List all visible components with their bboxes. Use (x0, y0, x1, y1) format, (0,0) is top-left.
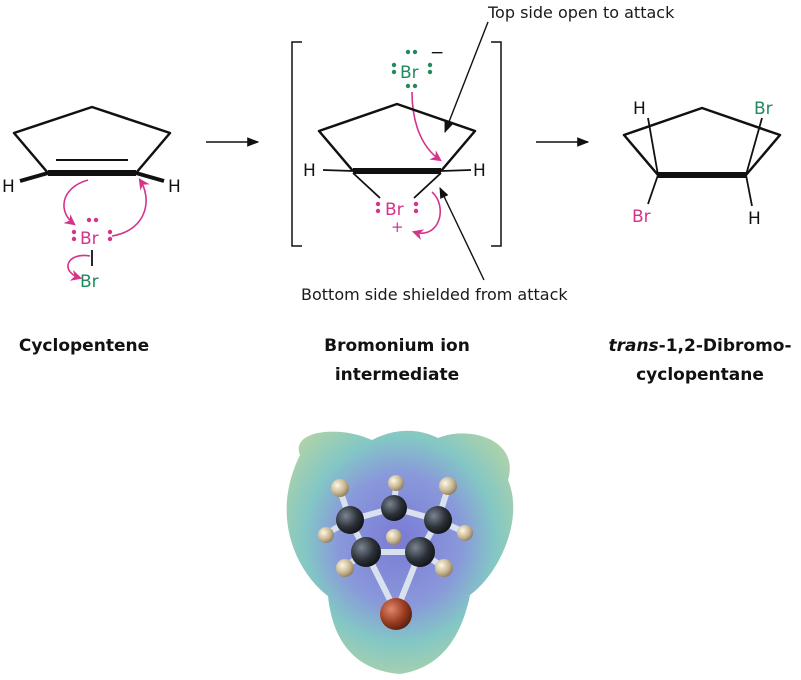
bracket-left (291, 41, 302, 247)
bromonium-ring (317, 102, 477, 172)
br-bridge-label: Br (385, 200, 404, 220)
h-bottom-right-label: H (748, 209, 761, 229)
bond-h-right (440, 169, 472, 172)
caption-cyclopentene: Cyclopentene (19, 336, 149, 356)
model-bromine-icon (380, 598, 412, 630)
br-top-label: Br (80, 229, 99, 249)
callout-top-pointer (444, 21, 489, 134)
bond-h-left (322, 169, 354, 172)
dibromocyclopentane-structure: H Br Br H (622, 99, 782, 229)
br-bottom-left-label: Br (632, 207, 651, 227)
bond-br-down-left (647, 174, 659, 205)
arrow-lonepair-to-carbon (111, 178, 150, 237)
model-carbons (336, 495, 452, 567)
bond-h-up-left (647, 117, 659, 176)
caption-bromonium-line2: intermediate (335, 365, 459, 385)
bromonium-structure: Br − H H Br + Top side open to attack Bo… (291, 3, 675, 304)
cyclopentene-structure: H H Br Br (2, 105, 181, 292)
caption-product-rest: -1,2-Dibromo- (659, 336, 792, 356)
bromide-label: Br (400, 63, 419, 83)
bond-h-left (19, 171, 49, 183)
caption-product-line2: cyclopentane (636, 365, 764, 385)
product-ring (622, 106, 782, 176)
br-top-right-label: Br (754, 99, 773, 119)
bond-br-left (352, 172, 381, 199)
br-bottom-label: Br (80, 272, 99, 292)
callout-top-text: Top side open to attack (487, 3, 675, 22)
caption-bromonium-line1: Bromonium ion (324, 336, 470, 356)
bromide-charge: − (430, 43, 444, 63)
h-right-label: H (473, 161, 486, 181)
bond-br-up-right (745, 117, 763, 176)
arrow-bond-to-br (67, 254, 91, 281)
br-bridge-charge: + (391, 218, 404, 236)
arrow-ring-opening (411, 191, 441, 240)
h-left-label: H (2, 177, 15, 197)
bond-h-right (135, 171, 165, 183)
arrow-bromide-attack (411, 91, 442, 162)
h-left-label: H (303, 161, 316, 181)
br-bridge-lone-pairs (375, 201, 419, 214)
callout-bottom-text: Bottom side shielded from attack (301, 285, 568, 304)
cyclopentene-ring (12, 105, 172, 174)
caption-product-prefix: trans (608, 336, 658, 356)
br-top-lone-pairs (71, 217, 113, 242)
h-top-left-label: H (633, 99, 646, 119)
model-hydrogens (318, 475, 473, 577)
bond-h-down-right (745, 174, 753, 207)
arrow-pi-to-br (63, 179, 89, 226)
bracket-right (491, 41, 502, 247)
h-right-label: H (168, 177, 181, 197)
caption-product-line1: trans-1,2-Dibromo- (608, 336, 791, 356)
bromide-lone-pairs (391, 49, 433, 89)
callout-bottom-pointer (439, 186, 485, 281)
electrostatic-potential-model (286, 430, 514, 674)
bond-br-right (413, 172, 442, 199)
